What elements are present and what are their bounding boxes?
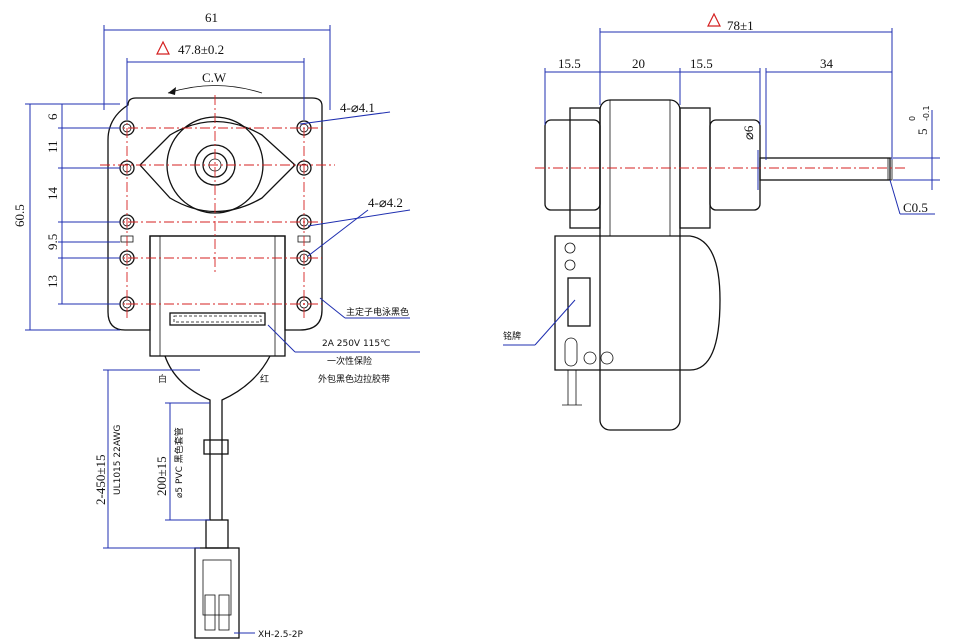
svg-text:14: 14	[45, 187, 60, 201]
wire-red-label: 红	[260, 373, 269, 385]
note-fuse-type: 一次性保险	[327, 355, 372, 367]
svg-text:6: 6	[45, 113, 60, 120]
svg-text:15.5: 15.5	[558, 56, 581, 71]
side-dimensions: 78±1 15.5 20 15.5 34 ⌀6 5 0 -0.1 C0.5 铭牌	[503, 12, 940, 346]
rotation-label: C.W	[202, 70, 227, 85]
lead-wire-red	[221, 355, 271, 520]
coil-body	[599, 99, 681, 431]
mounting-plate	[107, 97, 323, 331]
dim-hole-spacing: 47.8±0.2	[178, 42, 224, 57]
thermal-fuse	[169, 312, 266, 326]
svg-text:11: 11	[45, 140, 60, 153]
side-view	[535, 99, 905, 431]
dim-hole-top: 4-⌀4.1	[340, 100, 375, 115]
sleeve-spec: ⌀5 PVC 黑色套管	[173, 427, 185, 498]
sleeve-band	[203, 439, 229, 455]
shaft	[759, 157, 891, 181]
svg-text:9.5: 9.5	[45, 234, 60, 250]
connector	[194, 547, 240, 639]
dim-front-width: 61	[205, 10, 218, 25]
dim-height-total: 60.5	[12, 204, 27, 227]
lead-wire-white	[164, 355, 211, 520]
mounting-holes	[119, 120, 312, 312]
connector-label: XH-2.5-2P	[258, 630, 303, 640]
front-view	[100, 85, 335, 639]
note-stator: 主定子电泳黑色	[346, 306, 409, 318]
dim-sleeve-length: 200±15	[154, 456, 169, 496]
dim-shaft-tol: 5	[915, 129, 930, 136]
dim-side-total: 78±1	[727, 18, 754, 33]
dim-hole-side: 4-⌀4.2	[368, 195, 403, 210]
stator-coil	[149, 235, 286, 357]
dim-chamfer: C0.5	[903, 200, 928, 215]
wire-spec: UL1015 22AWG	[113, 425, 123, 495]
warning-icon-side	[707, 12, 721, 27]
svg-text:34: 34	[820, 56, 834, 71]
rear-bracket	[544, 119, 601, 211]
front-dimensions: 61 47.8±0.2 C.W 4-⌀4.1 4-⌀4.2 60.5 6 11 …	[12, 10, 420, 640]
rotation-arrow	[167, 85, 263, 94]
svg-text:13: 13	[45, 275, 60, 288]
nameplate	[567, 277, 591, 327]
warning-icon	[156, 40, 170, 55]
dim-lead-length: 2-450±15	[93, 455, 108, 505]
svg-text:20: 20	[632, 56, 645, 71]
nameplate-label: 铭牌	[503, 330, 521, 342]
dim-shaft-dia: ⌀6	[741, 125, 756, 140]
svg-text:0: 0	[908, 116, 917, 121]
svg-text:-0.1: -0.1	[922, 105, 931, 121]
note-tape: 外包黑色边拉胶带	[318, 373, 390, 385]
note-fuse-rating: 2A 250V 115℃	[322, 339, 390, 349]
svg-text:15.5: 15.5	[690, 56, 713, 71]
wire-white-label: 白	[158, 373, 167, 385]
